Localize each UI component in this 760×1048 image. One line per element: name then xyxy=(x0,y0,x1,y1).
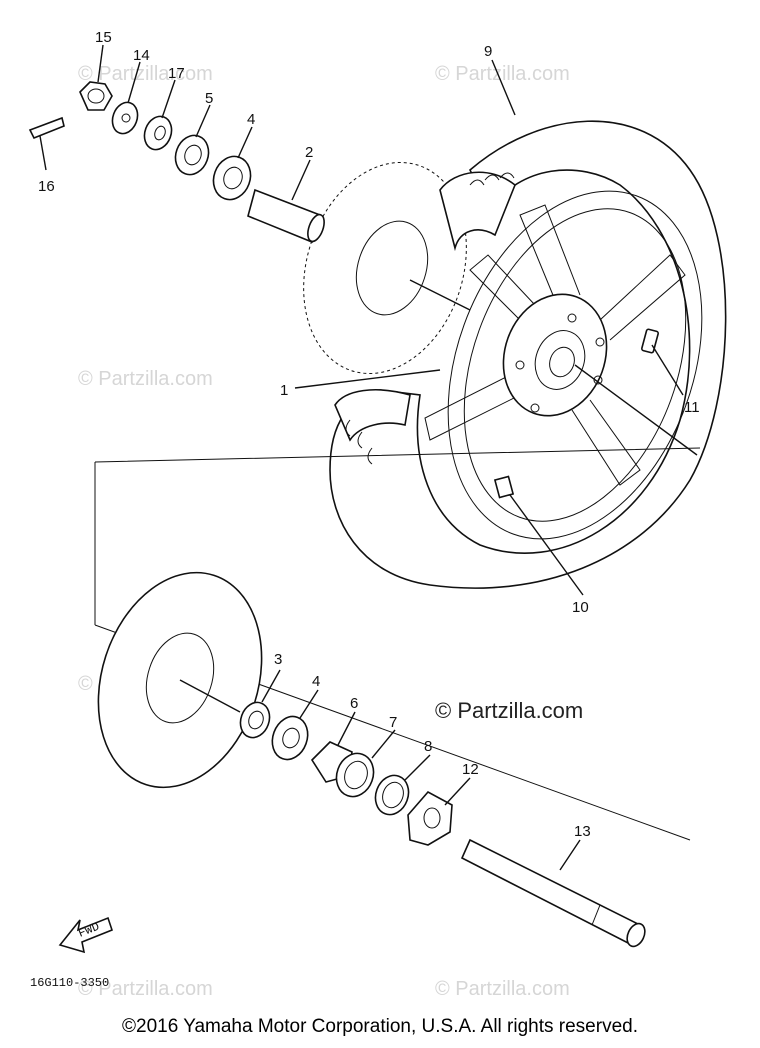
callout-6: 6 xyxy=(350,695,358,712)
upper-brake-disc xyxy=(303,161,467,375)
callout-4: 4 xyxy=(247,111,255,128)
callout-1: 1 xyxy=(280,382,288,399)
leader-lines xyxy=(39,44,698,871)
drawing-code: 16G110-3350 xyxy=(30,976,109,990)
callout-11: 11 xyxy=(684,399,700,416)
callout-17: 17 xyxy=(168,65,185,82)
watermark-center: © Partzilla.com xyxy=(435,698,583,723)
upper-small-parts xyxy=(28,81,325,244)
callout-5: 5 xyxy=(205,90,213,107)
callout-12: 12 xyxy=(462,761,479,778)
callout-2: 2 xyxy=(305,144,313,161)
watermark: © Partzilla.com xyxy=(435,63,570,85)
callout-16: 16 xyxy=(38,178,55,195)
callout-9: 9 xyxy=(484,43,492,60)
wheel-assembly xyxy=(329,120,727,589)
callout-7: 7 xyxy=(389,714,397,731)
watermark: © Partzilla.com xyxy=(78,368,213,390)
fwd-arrow-icon: FWD xyxy=(58,916,113,954)
lower-small-parts xyxy=(239,701,646,948)
callouts: 15 14 17 5 4 2 16 9 1 11 10 3 4 6 7 8 12… xyxy=(38,29,700,840)
watermark: © Partzilla.com xyxy=(435,978,570,1000)
callout-13: 13 xyxy=(574,823,591,840)
callout-3: 3 xyxy=(274,651,282,668)
callout-15: 15 xyxy=(95,29,112,46)
callout-10: 10 xyxy=(572,599,589,616)
watermark: © Partzilla.com xyxy=(78,63,213,85)
callout-4-lower: 4 xyxy=(312,673,320,690)
callout-8: 8 xyxy=(424,738,432,755)
copyright-notice: ©2016 Yamaha Motor Corporation, U.S.A. A… xyxy=(122,1016,638,1037)
watermark: © Partzilla.com xyxy=(78,978,213,1000)
callout-14: 14 xyxy=(133,47,150,64)
